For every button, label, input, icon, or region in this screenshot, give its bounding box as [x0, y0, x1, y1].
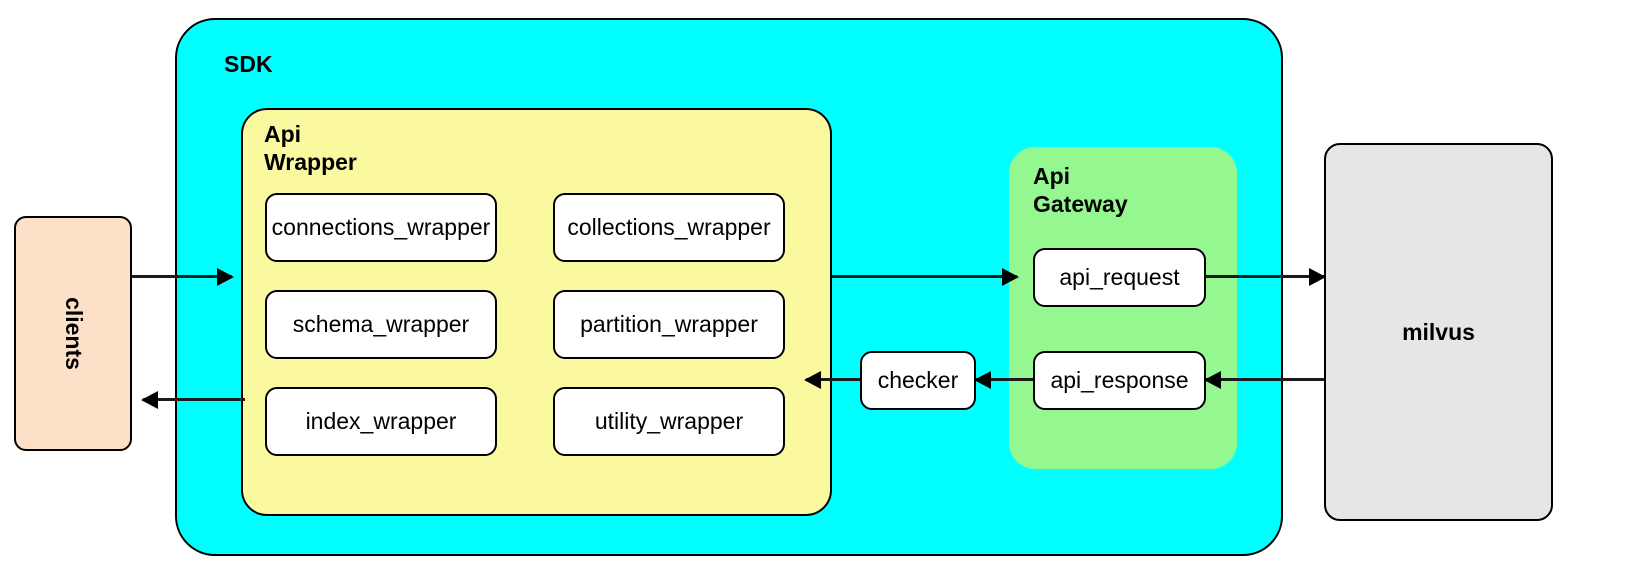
milvus-node: milvus: [1324, 143, 1553, 521]
utility-wrapper-label: utility_wrapper: [594, 408, 744, 434]
arrow-response-to-checker: [974, 370, 1033, 389]
arrow-wrapper-to-gateway: [832, 267, 1019, 286]
clients-node: clients: [14, 216, 132, 451]
connections-wrapper-label: connections_wrapper: [271, 214, 491, 240]
partition-wrapper-node[interactable]: partition_wrapper: [553, 290, 785, 359]
arrow-clients-to-wrapper: [132, 267, 234, 286]
api-gateway-title: Api Gateway: [1033, 163, 1128, 218]
api-response-node[interactable]: api_response: [1033, 351, 1206, 410]
arrowhead-left-icon: [141, 390, 158, 409]
partition-wrapper-label: partition_wrapper: [580, 311, 758, 337]
api-wrapper-title: Api Wrapper: [264, 121, 357, 176]
arrowhead-right-icon: [217, 267, 234, 286]
arrow-milvus-to-response: [1204, 370, 1324, 389]
checker-node[interactable]: checker: [860, 351, 976, 410]
arrowhead-left-icon: [1204, 370, 1221, 389]
schema-wrapper-label: schema_wrapper: [292, 311, 470, 337]
arrowhead-left-icon: [804, 370, 821, 389]
sdk-title: SDK: [224, 51, 273, 77]
arrowhead-right-icon: [1309, 267, 1326, 286]
collections-wrapper-label: collections_wrapper: [567, 214, 771, 240]
api-response-label: api_response: [1050, 367, 1189, 393]
index-wrapper-node[interactable]: index_wrapper: [265, 387, 497, 456]
checker-label: checker: [877, 367, 959, 393]
arrowhead-right-icon: [1002, 267, 1019, 286]
utility-wrapper-node[interactable]: utility_wrapper: [553, 387, 785, 456]
index-wrapper-label: index_wrapper: [305, 408, 457, 434]
api-request-node[interactable]: api_request: [1033, 248, 1206, 307]
api-gateway-container: Api Gateway: [1009, 147, 1237, 469]
arrow-request-to-milvus: [1206, 267, 1326, 286]
schema-wrapper-node[interactable]: schema_wrapper: [265, 290, 497, 359]
connections-wrapper-node[interactable]: connections_wrapper: [265, 193, 497, 262]
clients-label: clients: [60, 297, 87, 370]
api-request-label: api_request: [1059, 264, 1180, 290]
arrowhead-left-icon: [974, 370, 991, 389]
milvus-label: milvus: [1402, 318, 1475, 345]
collections-wrapper-node[interactable]: collections_wrapper: [553, 193, 785, 262]
arrow-checker-to-wrapper: [804, 370, 860, 389]
arrow-wrapper-to-clients: [141, 390, 245, 409]
